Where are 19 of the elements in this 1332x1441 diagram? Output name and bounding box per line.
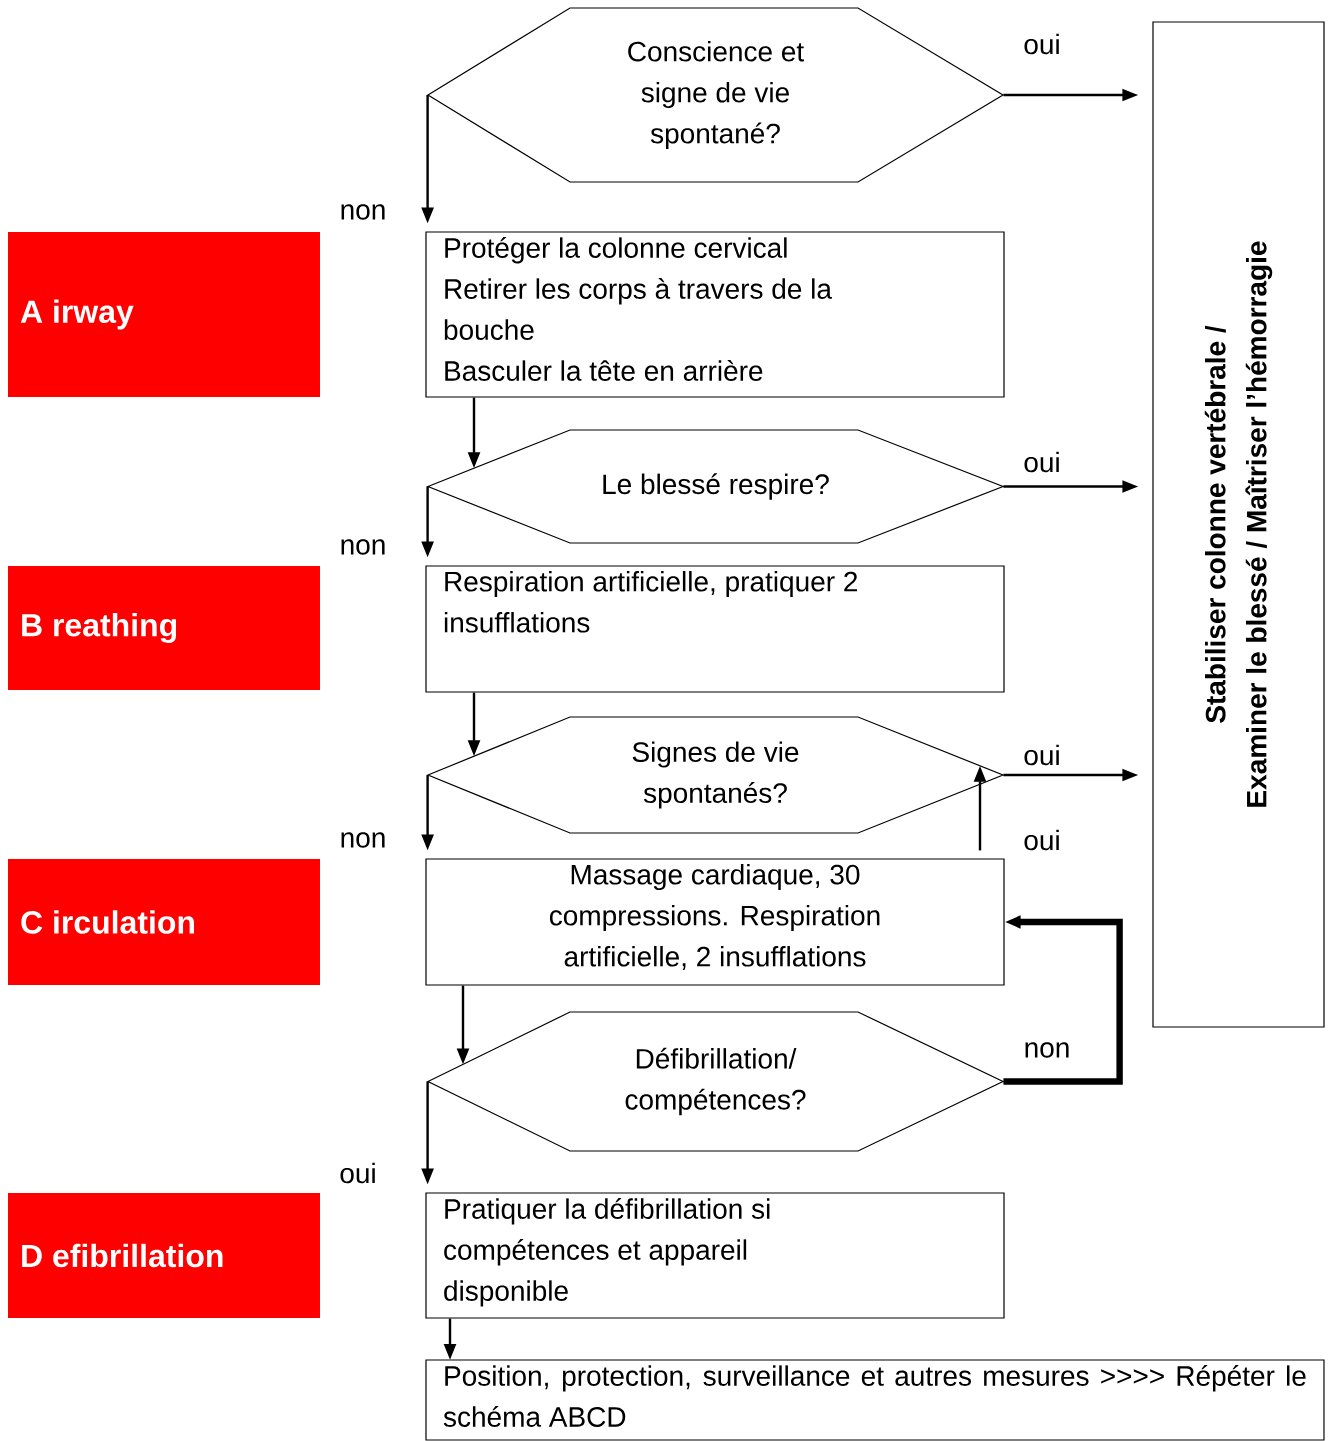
edge-label: non	[341, 204, 385, 220]
edge-label: oui	[1024, 451, 1059, 473]
edge-label: oui	[1024, 829, 1059, 851]
action-box: Respiration artificielle, pratiquer 2 insufflations	[425, 565, 1005, 693]
side-panel: Stabiliser colonne vertébrale / Examiner le blessé / Maîtriser l’hémorragie	[1152, 21, 1325, 1028]
edge-label: oui	[1024, 744, 1059, 766]
action-box: Massage cardiaque, 30 compressions. Respiration artificielle, 2 insufflations	[425, 858, 1005, 986]
step-label-box: D efibrillation	[8, 1193, 320, 1318]
step-label-box: A irway	[8, 232, 320, 397]
action-box: Protéger la colonne cervical Retirer les corps à travers de la bouche Basculer la tête en arrière	[425, 231, 1005, 398]
edge-label: non	[1025, 1042, 1069, 1058]
edge-label: oui	[1024, 33, 1059, 55]
edge-label: non	[341, 832, 385, 848]
edge-label: oui	[340, 1162, 375, 1184]
action-box: Pratiquer la défibrillation si compétences et appareil disponible	[425, 1192, 1005, 1319]
edge-label: non	[341, 539, 385, 555]
action-box: Position, protection, surveillance et autres mesures >>>> Répéter le schéma ABCD	[425, 1359, 1325, 1441]
step-label-box: C irculation	[8, 859, 320, 985]
step-label-box: B reathing	[8, 566, 320, 690]
